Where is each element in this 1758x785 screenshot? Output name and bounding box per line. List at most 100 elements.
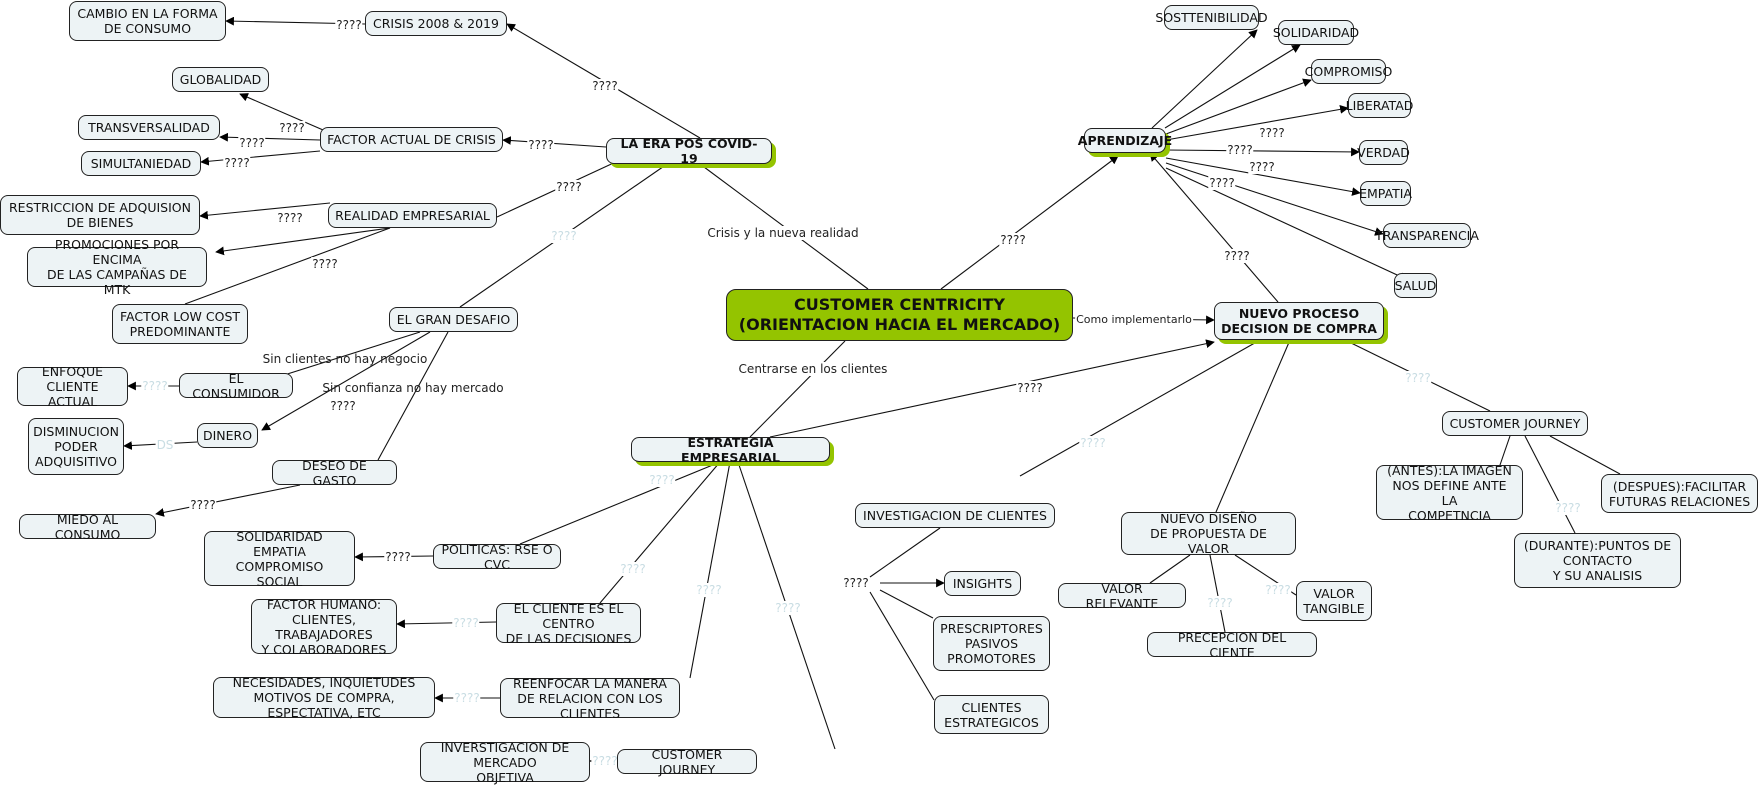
factor-humano-node[interactable]: FACTOR HUMANO: CLIENTES, TRABAJADORES Y … xyxy=(251,597,397,657)
link-label-q: ???? xyxy=(1248,160,1276,174)
nuevo-diseno-node[interactable]: NUEVO DISEÑO DE PROPUESTA DE VALOR xyxy=(1121,511,1296,556)
link-label-como-implementarlo: Como implementarlo xyxy=(1075,313,1193,327)
connector-line xyxy=(261,331,431,431)
verdad-node[interactable]: VERDAD xyxy=(1357,140,1410,165)
despues-node[interactable]: (DESPUES):FACILITAR FUTURAS RELACIONES xyxy=(1601,474,1758,513)
consumidor-node[interactable]: EL CONSUMIDOR xyxy=(179,371,293,401)
link-label-q: ???? xyxy=(335,18,363,32)
reenfocar-node[interactable]: REENFOCAR LA MANERA DE RELACION CON LOS … xyxy=(500,676,680,721)
link-label-q: ???? xyxy=(311,257,339,271)
low-cost-node[interactable]: FACTOR LOW COST PREDOMINANTE xyxy=(112,304,248,344)
connector-line xyxy=(215,227,391,256)
link-label-q: ???? xyxy=(774,601,802,615)
estrategicos-node[interactable]: CLIENTES ESTRATEGICOS xyxy=(934,695,1049,734)
politicas-node[interactable]: POLITICAS: RSE O CVC xyxy=(433,542,561,572)
crisis-node[interactable]: CRISIS 2008 & 2019 xyxy=(365,11,507,36)
connector-line xyxy=(219,132,321,142)
aprendizaje-node[interactable]: APRENDIZAJE xyxy=(1078,128,1172,153)
transparencia-node[interactable]: TRANSPARENCIA xyxy=(1375,223,1479,248)
simultaniedad-node[interactable]: SIMULTANIEDAD xyxy=(81,151,201,176)
connector-line xyxy=(200,150,321,166)
center-node[interactable]: CUSTOMER CENTRICITY (ORIENTACION HACIA E… xyxy=(726,289,1073,341)
connector-line xyxy=(749,340,846,438)
salud-node[interactable]: SALUD xyxy=(1394,273,1437,298)
connector-line xyxy=(1165,78,1312,135)
link-label-q: ???? xyxy=(695,583,723,597)
valor-tangible-node[interactable]: VALOR TANGIBLE xyxy=(1296,581,1372,621)
link-label-q: ???? xyxy=(329,399,357,413)
necesidades-node[interactable]: NECESIDADES, INQUIETUDES MOTIVOS DE COMP… xyxy=(213,675,435,720)
link-label-q: ???? xyxy=(276,211,304,225)
connector-line xyxy=(184,227,391,305)
compromiso-node[interactable]: COMPROMISO xyxy=(1305,59,1392,84)
connector-line xyxy=(1209,554,1226,633)
estrategia-node[interactable]: ESTRATEGIA EMPRESARIAL xyxy=(631,435,830,465)
empatia-node[interactable]: EMPATIA xyxy=(1359,181,1412,206)
antes-node[interactable]: (ANTES):LA IMAGEN NOS DEFINE ANTE LA COM… xyxy=(1376,463,1523,523)
link-label-q: ???? xyxy=(1554,501,1582,515)
solidaridad-node[interactable]: SOLIDARIDAD xyxy=(1273,20,1359,45)
link-label-q: ???? xyxy=(1264,583,1292,597)
link-label-q: ???? xyxy=(189,498,217,512)
link-label-q: ???? xyxy=(1208,176,1236,190)
insights-node[interactable]: INSIGHTS xyxy=(944,571,1021,596)
realidad-node[interactable]: REALIDAD EMPRESARIAL xyxy=(328,203,497,228)
globalidad-node[interactable]: GLOBALIDAD xyxy=(172,67,269,92)
gran-desafio-node[interactable]: EL GRAN DESAFIO xyxy=(389,307,518,332)
connector-line xyxy=(1165,105,1349,141)
durante-node[interactable]: (DURANTE):PUNTOS DE CONTACTO Y SU ANALIS… xyxy=(1514,533,1681,588)
connector-line xyxy=(1549,435,1621,475)
customer-journey-left-node[interactable]: CUSTOMER JOURNEY xyxy=(617,747,757,777)
enfoque-node[interactable]: ENFOQUE CLIENTE ACTUAL xyxy=(17,364,128,409)
factor-actual-node[interactable]: FACTOR ACTUAL DE CRISIS xyxy=(320,127,503,152)
liberatad-node[interactable]: LIBERATAD xyxy=(1346,93,1413,118)
connector-line xyxy=(519,461,721,545)
cambio-consumo-node[interactable]: CAMBIO EN LA FORMA DE CONSUMO xyxy=(69,1,226,41)
link-label-q: ???? xyxy=(278,121,306,135)
restriccion-node[interactable]: RESTRICCION DE ADQUISION DE BIENES xyxy=(0,195,200,235)
connector-line xyxy=(869,591,935,701)
miedo-node[interactable]: MIEDO AL CONSUMO xyxy=(19,512,156,542)
link-label-q: ???? xyxy=(223,156,251,170)
precepcion-node[interactable]: PRECEPCION DEL CIENTE xyxy=(1147,630,1317,660)
deseo-gasto-node[interactable]: DESEO DE GASTO xyxy=(272,458,397,488)
connector-line xyxy=(879,589,934,619)
investigacion-mercado-node[interactable]: INVERSTIGACION DE MERCADO OBJETIVA xyxy=(420,740,590,785)
connector-line xyxy=(396,619,497,629)
cliente-centro-node[interactable]: EL CLIENTE ES EL CENTRO DE LAS DECISIONE… xyxy=(496,601,641,646)
link-label-q: ???? xyxy=(238,136,266,150)
connector-line xyxy=(1165,162,1384,236)
connector-line xyxy=(1151,29,1258,129)
connector-line xyxy=(1149,152,1279,303)
transversalidad-node[interactable]: TRANSVERSALIDAD xyxy=(78,115,220,140)
promociones-node[interactable]: PROMOCIONES POR ENCIMA DE LAS CAMPAÑAS D… xyxy=(27,237,207,297)
link-label-q: ???? xyxy=(1206,596,1234,610)
link-label-q: ???? xyxy=(550,229,578,243)
link-label-q: ???? xyxy=(619,562,647,576)
link-label-q: ???? xyxy=(999,233,1027,247)
solidaridad-social-node[interactable]: SOLIDARIDAD EMPATIA COMPROMISO SOCIAL xyxy=(204,529,355,589)
connector-line xyxy=(1165,157,1361,196)
link-label-q: ???? xyxy=(453,691,481,705)
disminucion-node[interactable]: DISMINUCION PODER ADQUISITIVO xyxy=(28,418,124,475)
link-label-sin-confianza: Sin confianza no hay mercado xyxy=(322,381,504,395)
link-label-q: ???? xyxy=(1016,381,1044,395)
connector-line xyxy=(1019,339,1261,477)
link-label-q: ???? xyxy=(648,473,676,487)
connector-line xyxy=(769,339,1215,438)
link-label-q: ???? xyxy=(591,79,619,93)
investigacion-clientes-node[interactable]: INVESTIGACION DE CLIENTES xyxy=(855,503,1055,528)
link-label-q: ???? xyxy=(1079,436,1107,450)
connector-line xyxy=(1149,554,1191,584)
link-label-q: ???? xyxy=(1258,126,1286,140)
nuevo-proceso-node[interactable]: NUEVO PROCESO DECISION DE COMPRA xyxy=(1214,302,1384,340)
sostenibilidad-node[interactable]: SOSTTENIBILIDAD xyxy=(1155,5,1268,30)
dinero-node[interactable]: DINERO xyxy=(197,423,258,448)
valor-relevante-node[interactable]: VALOR RELEVANTE xyxy=(1058,581,1186,611)
connector-line xyxy=(1165,147,1360,157)
prescriptores-node[interactable]: PRESCRIPTORES PASIVOS PROMOTORES xyxy=(933,616,1050,671)
connector-line xyxy=(599,461,721,604)
customer-journey-right-node[interactable]: CUSTOMER JOURNEY xyxy=(1442,411,1588,436)
connector-line xyxy=(940,155,1119,290)
era-covid-node[interactable]: LA ERA POS COVID-19 xyxy=(606,136,772,166)
